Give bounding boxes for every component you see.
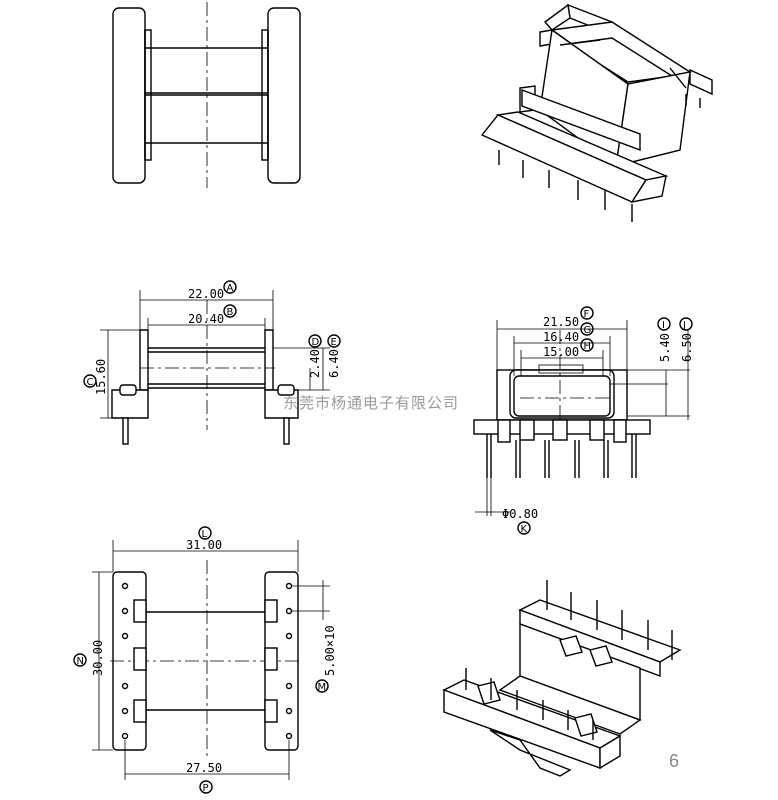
top-left-view [112,2,301,188]
side-view: 22.00 A 20.40 B 15.60 C 2.40 6.40 D E [83,280,341,445]
iso-view-bottom [442,580,682,777]
dim-l-marker: L [202,529,208,540]
dim-p-label: 27.50 [186,761,222,775]
dim-b-label: 20.40 [188,312,224,326]
dim-c-marker: C [87,377,94,388]
dim-d-label: 2.40 [308,349,322,378]
page-number: 6 [669,751,679,771]
dim-k-label: Φ0.80 [502,507,538,521]
dim-n-marker: N [77,656,84,667]
dim-e-label: 6.40 [327,349,341,378]
dim-m-label: 5.00×10 [323,625,337,676]
iso-view-top [480,3,713,222]
dim-f-marker: F [584,309,590,320]
dim-i-label: 5.40 [658,333,672,362]
dim-l-label: 31.00 [186,538,222,552]
dim-p-marker: P [203,783,209,794]
front-view: 21.50 F 16.40 G 15.00 H 5.40 6.50 I J Φ0… [473,306,694,535]
dim-n-label: 30.00 [91,640,105,676]
dim-h-label: 15.00 [543,345,579,359]
dim-a-label: 22.00 [188,287,224,301]
dim-d-marker: D [312,337,320,348]
dim-k-marker: K [521,524,528,535]
dim-h-marker: H [584,341,592,352]
dim-g-label: 16.40 [543,330,579,344]
dim-g-marker: G [584,325,592,336]
dim-i-marker: I [662,320,665,331]
company-watermark: 东莞市杨通电子有限公司 [283,394,459,412]
dim-c-label: 15.60 [94,359,108,395]
dim-m-marker: M [318,682,327,693]
dim-a-marker: A [227,283,234,294]
dim-f-label: 21.50 [543,315,579,329]
dim-j-marker: J [682,320,686,331]
dim-e-marker: E [331,337,337,348]
dim-j-label: 6.50 [680,333,694,362]
bottom-view: 31.00 L 5.00×10 M 30.00 N 27.50 P [73,526,337,794]
dim-b-marker: B [227,307,234,318]
